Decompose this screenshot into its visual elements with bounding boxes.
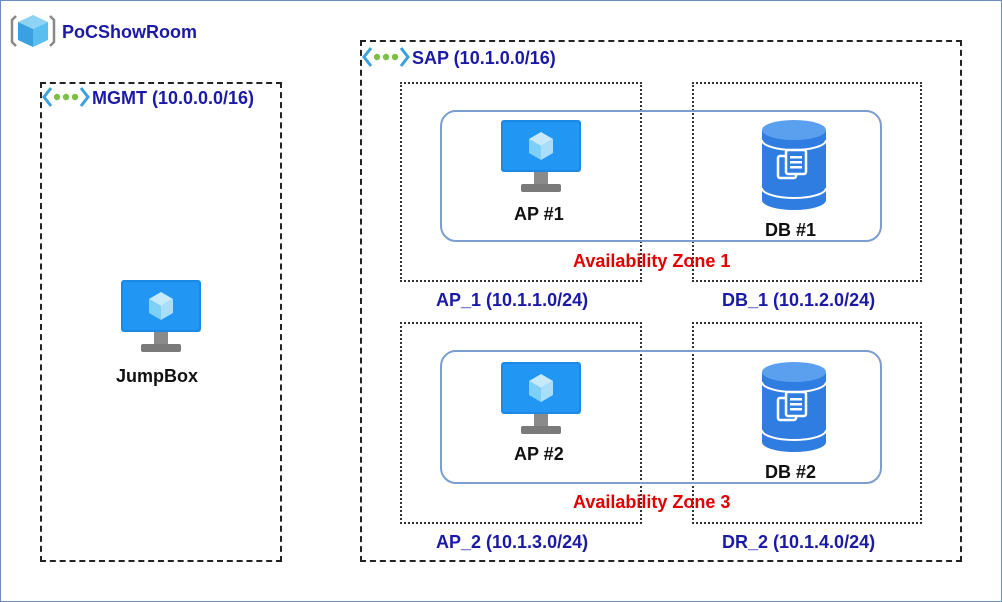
vnet-icon [362,47,410,67]
subnet-ap1-boundary [400,82,642,282]
subscription-label: PoCShowRoom [62,22,197,42]
database-icon [761,120,827,210]
ap1-label: AP #1 [514,204,564,224]
subnet-db1-label: DB_1 (10.1.2.0/24) [722,290,876,310]
mgmt-vnet-boundary [40,82,282,562]
availability-zone-1-label: Availability Zone 1 [573,251,731,271]
virtual-machine-icon [501,362,581,434]
availability-zone-3-boundary [440,350,882,484]
vnet-icon [42,87,90,107]
sap-vnet-boundary [360,40,962,562]
virtual-machine-icon [501,120,581,192]
cube-icon [10,15,56,47]
subnet-ap2-boundary [400,322,642,524]
availability-zone-1-boundary [440,110,882,242]
subnet-dr2-boundary [692,322,922,524]
availability-zone-3-label: Availability Zone 3 [573,492,731,512]
db2-label: DB #2 [765,462,817,482]
virtual-machine-icon [121,280,201,352]
sap-vnet-label: SAP (10.1.0.0/16) [412,48,556,68]
jumpbox-label: JumpBox [116,366,199,386]
ap2-label: AP #2 [514,444,564,464]
database-icon [761,362,827,452]
db1-label: DB #1 [765,220,817,240]
subnet-dr2-label: DR_2 (10.1.4.0/24) [722,532,876,552]
subnet-ap2-label: AP_2 (10.1.3.0/24) [436,532,589,552]
subnet-db1-boundary [692,82,922,282]
subnet-ap1-label: AP_1 (10.1.1.0/24) [436,290,589,310]
mgmt-vnet-label: MGMT (10.0.0.0/16) [92,88,255,108]
